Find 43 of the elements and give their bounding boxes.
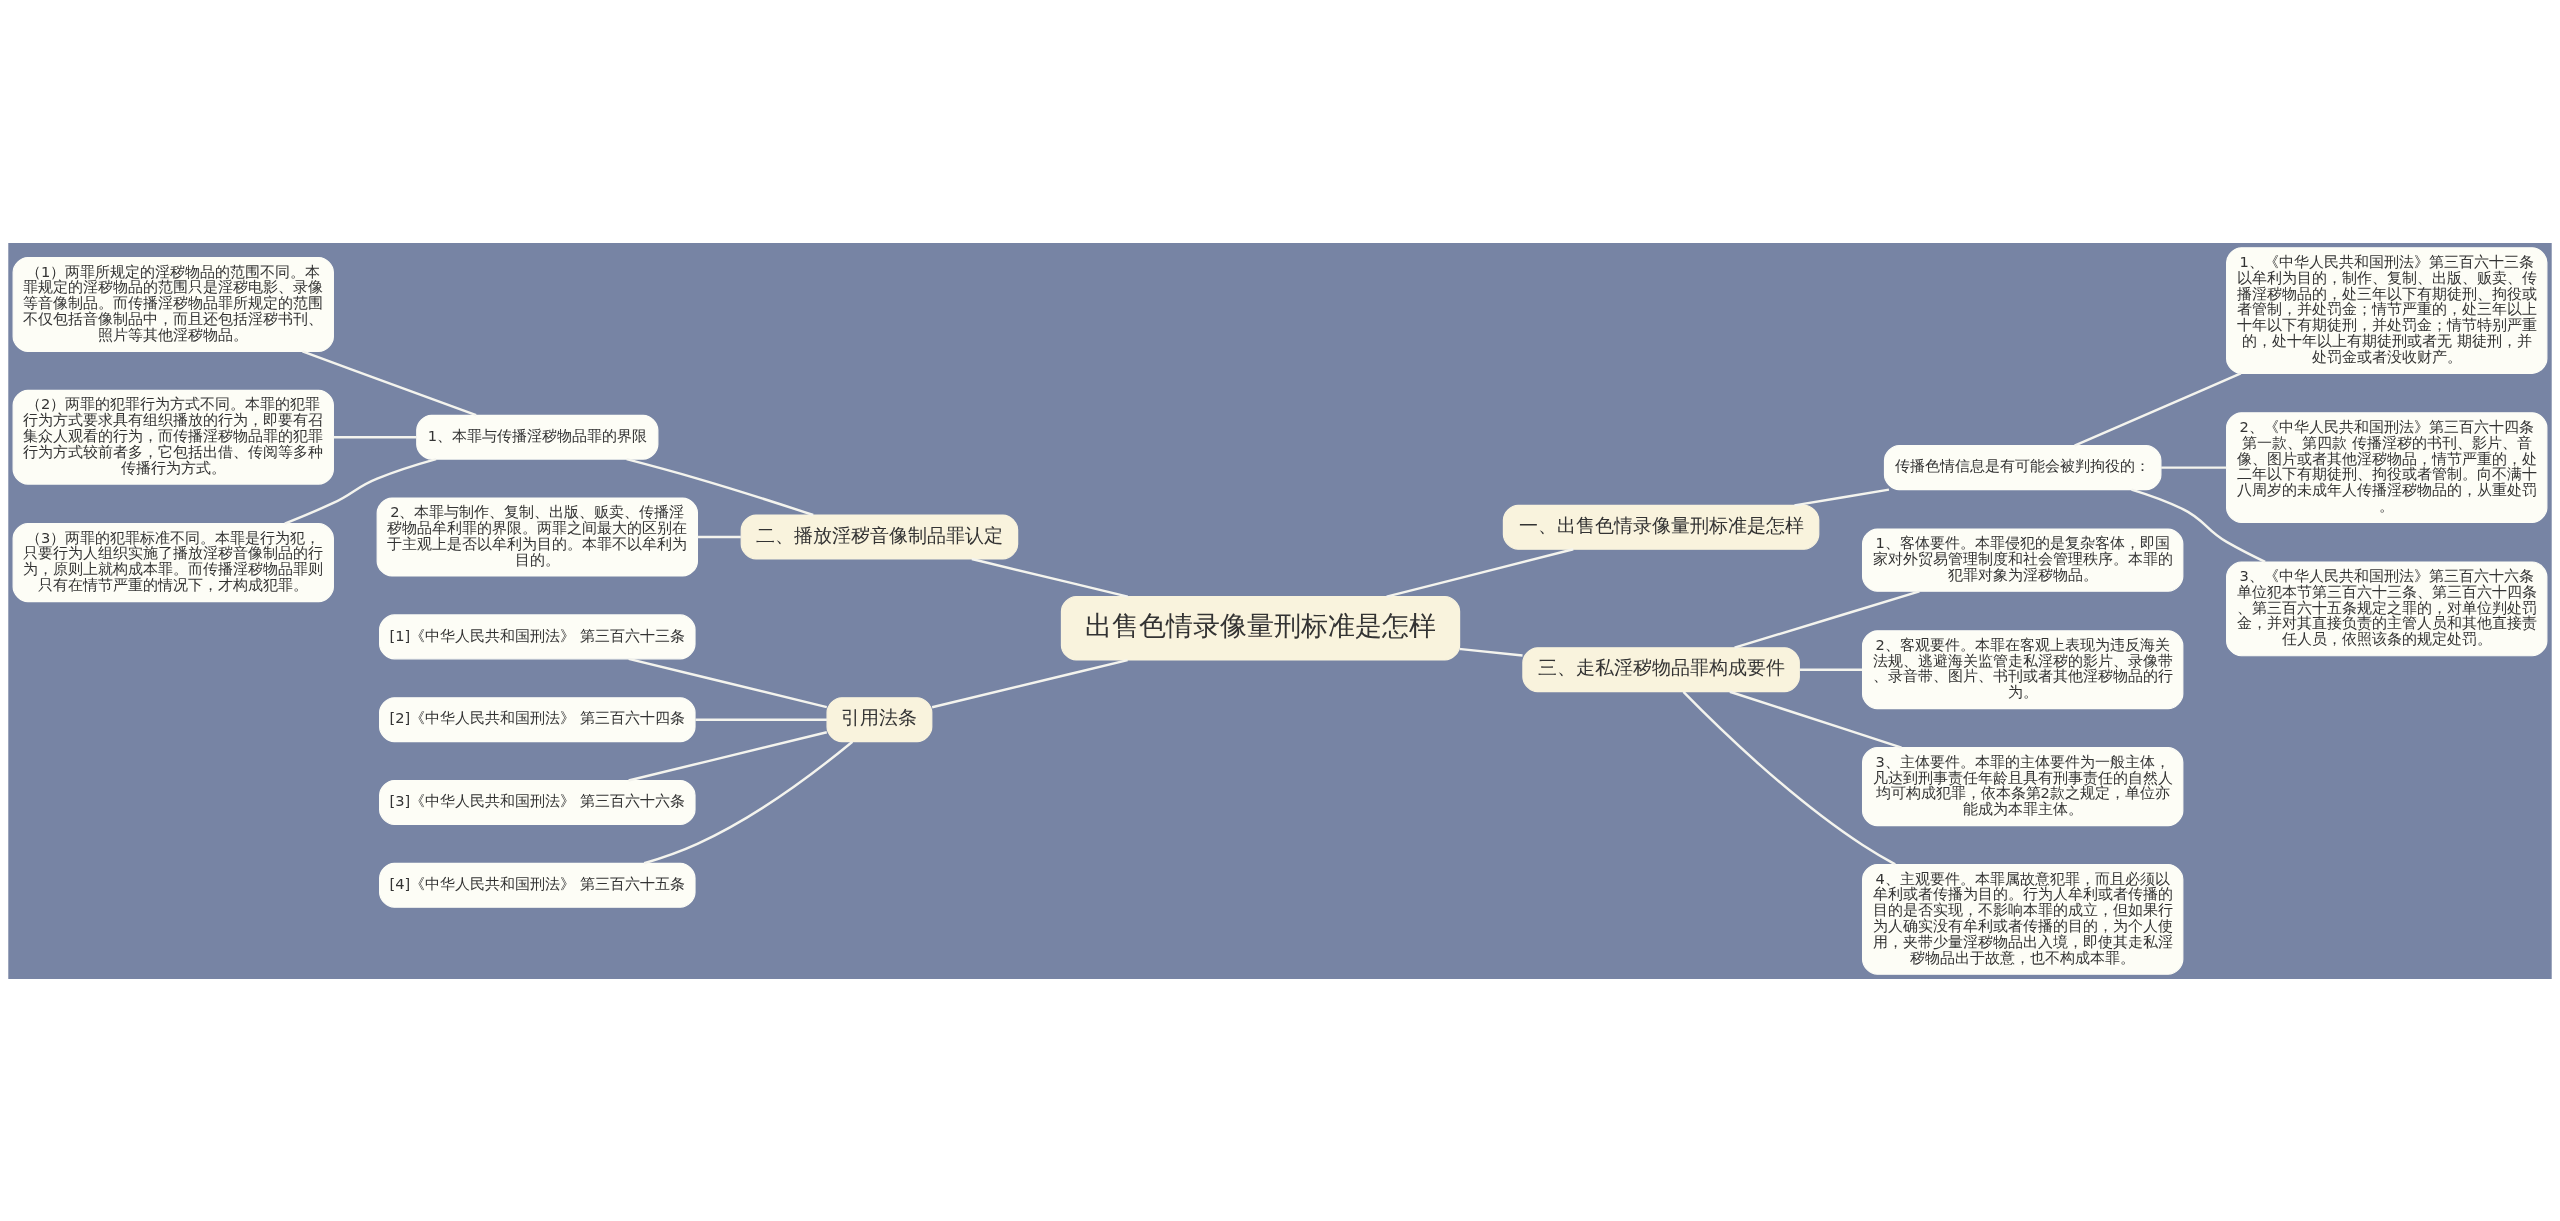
node-box: [2]《中华人民共和国刑法》 第三百六十四条	[379, 696, 696, 742]
node-box: 3、主体要件。本罪的主体要件为一般主体，凡达到刑事责任年龄且具有刑事责任的自然人均可构成犯罪，依本条第2款之规定，单位亦能成为本罪主体。	[1862, 746, 2184, 826]
node-box: [1]《中华人民共和国刑法》 第三百六十三条	[379, 613, 696, 659]
node-box: （3）两罪的犯罪标准不同。本罪是行为犯，只要行为人组织实施了播放淫秽音像制品的行为，原则上就构成本罪。而传播淫秽物品罪则只有在情节严重的情况下，才构成犯罪。	[12, 522, 334, 602]
node-box: 三、走私淫秽物品罪构成要件	[1522, 646, 1800, 692]
node-box: 一、出售色情录像量刑标准是怎样	[1502, 504, 1820, 550]
node-box: 1、《中华人民共和国刑法》第三百六十三条以牟利为目的，制作、复制、出版、贩卖、传播淫秽物品的，处三年以下有期徒刑、拘役或者管制，并处罚金；情节严重的，处三年以上十年以下有期徒刑，并处罚金；情节特别严重的，处十年以上有期徒刑或者无 期徒刑，并处罚金或者没收财产。	[2226, 246, 2548, 374]
connector	[1734, 589, 1920, 649]
connector	[628, 657, 828, 708]
node-box: 2、客观要件。本罪在客观上表现为违反海关法规、逃避海关监管走私淫秽的影片、录像带、录音带、图片、书刊或者其他淫秽物品的行为。	[1862, 629, 2184, 709]
node-box: [4]《中华人民共和国刑法》 第三百六十五条	[379, 862, 696, 908]
node-box: 二、播放淫秽音像制品罪认定	[740, 514, 1019, 560]
connector	[697, 535, 741, 538]
connector	[1729, 690, 1902, 749]
node-box: （1）两罪所规定的淫秽物品的范围不同。本罪规定的淫秽物品的范围只是淫秽电影、录像等音像制品。而传播淫秽物品罪所规定的范围不仅包括音像制品中，而且还包括淫秽书刊、照片等其他淫秽物品。	[12, 256, 334, 352]
node-box: 2、《中华人民共和国刑法》第三百六十四条第一款、第四款 传播淫秽的书刊、影片、音像、图片或者其他淫秽物品，情节严重的，处二年以下有期徒刑、拘役或者管制。向不满十八周岁的未成年人传播淫秽物品的，从重处罚。	[2226, 411, 2548, 523]
connector	[1799, 668, 1862, 671]
connector	[1794, 487, 1890, 507]
node-box: 1、本罪与传播淫秽物品罪的界限	[416, 414, 659, 460]
node-box: [3]《中华人民共和国刑法》 第三百六十六条	[379, 779, 696, 825]
connector	[1682, 690, 1896, 865]
node-box: 出售色情录像量刑标准是怎样	[1060, 595, 1461, 661]
connector	[1459, 647, 1523, 657]
connector	[2161, 465, 2227, 469]
connector	[643, 740, 854, 864]
connector	[333, 435, 417, 438]
connector	[302, 349, 477, 416]
node-box: 1、客体要件。本罪侵犯的是复杂客体，即国家对外贸易管理制度和社会管理秩序。本罪的犯罪对象为淫秽物品。	[1862, 528, 2184, 592]
connector	[626, 457, 814, 516]
connector	[284, 457, 437, 525]
node-box: 传播色情信息是有可能会被判拘役的：	[1883, 444, 2162, 490]
connector	[628, 730, 828, 782]
connector	[931, 658, 1128, 708]
connector	[2131, 487, 2266, 563]
node-box: 3、《中华人民共和国刑法》第三百六十六条单位犯本节第三百六十三条、第三百六十四条、第三百六十五条规定之罪的，对单位判处罚金，并对其直接负责的主管人员和其他直接责任人员，依照该条的规定处罚。	[2226, 560, 2548, 656]
node-box: 2、本罪与制作、复制、出版、贩卖、传播淫秽物品牟利罪的界限。两罪之间最大的区别在于主观上是否以牟利为目的。本罪不以牟利为目的。	[376, 496, 698, 577]
connector	[1386, 547, 1574, 598]
node-box: （2）两罪的犯罪行为方式不同。本罪的犯罪行为方式要求具有组织播放的行为，即要有召集众人观看的行为，而传播淫秽物品罪的犯罪行为方式较前者多，它包括出借、传阅等多种传播行为方式。	[12, 389, 334, 485]
connector	[2074, 371, 2242, 447]
node-box: 4、主观要件。本罪属故意犯罪，而且必须以牟利或者传播为目的。行为人牟利或者传播的目的是否实现，不影响本罪的成立，但如果行为人确实没有牟利或者传播的目的，为个人使用，夹带少量淫秽物品出入境，即使其走私淫秽物品出于故意，也不构成本罪。	[1862, 863, 2184, 975]
connector	[695, 717, 827, 721]
node-box: 引用法条	[826, 696, 933, 742]
connector	[971, 557, 1129, 598]
